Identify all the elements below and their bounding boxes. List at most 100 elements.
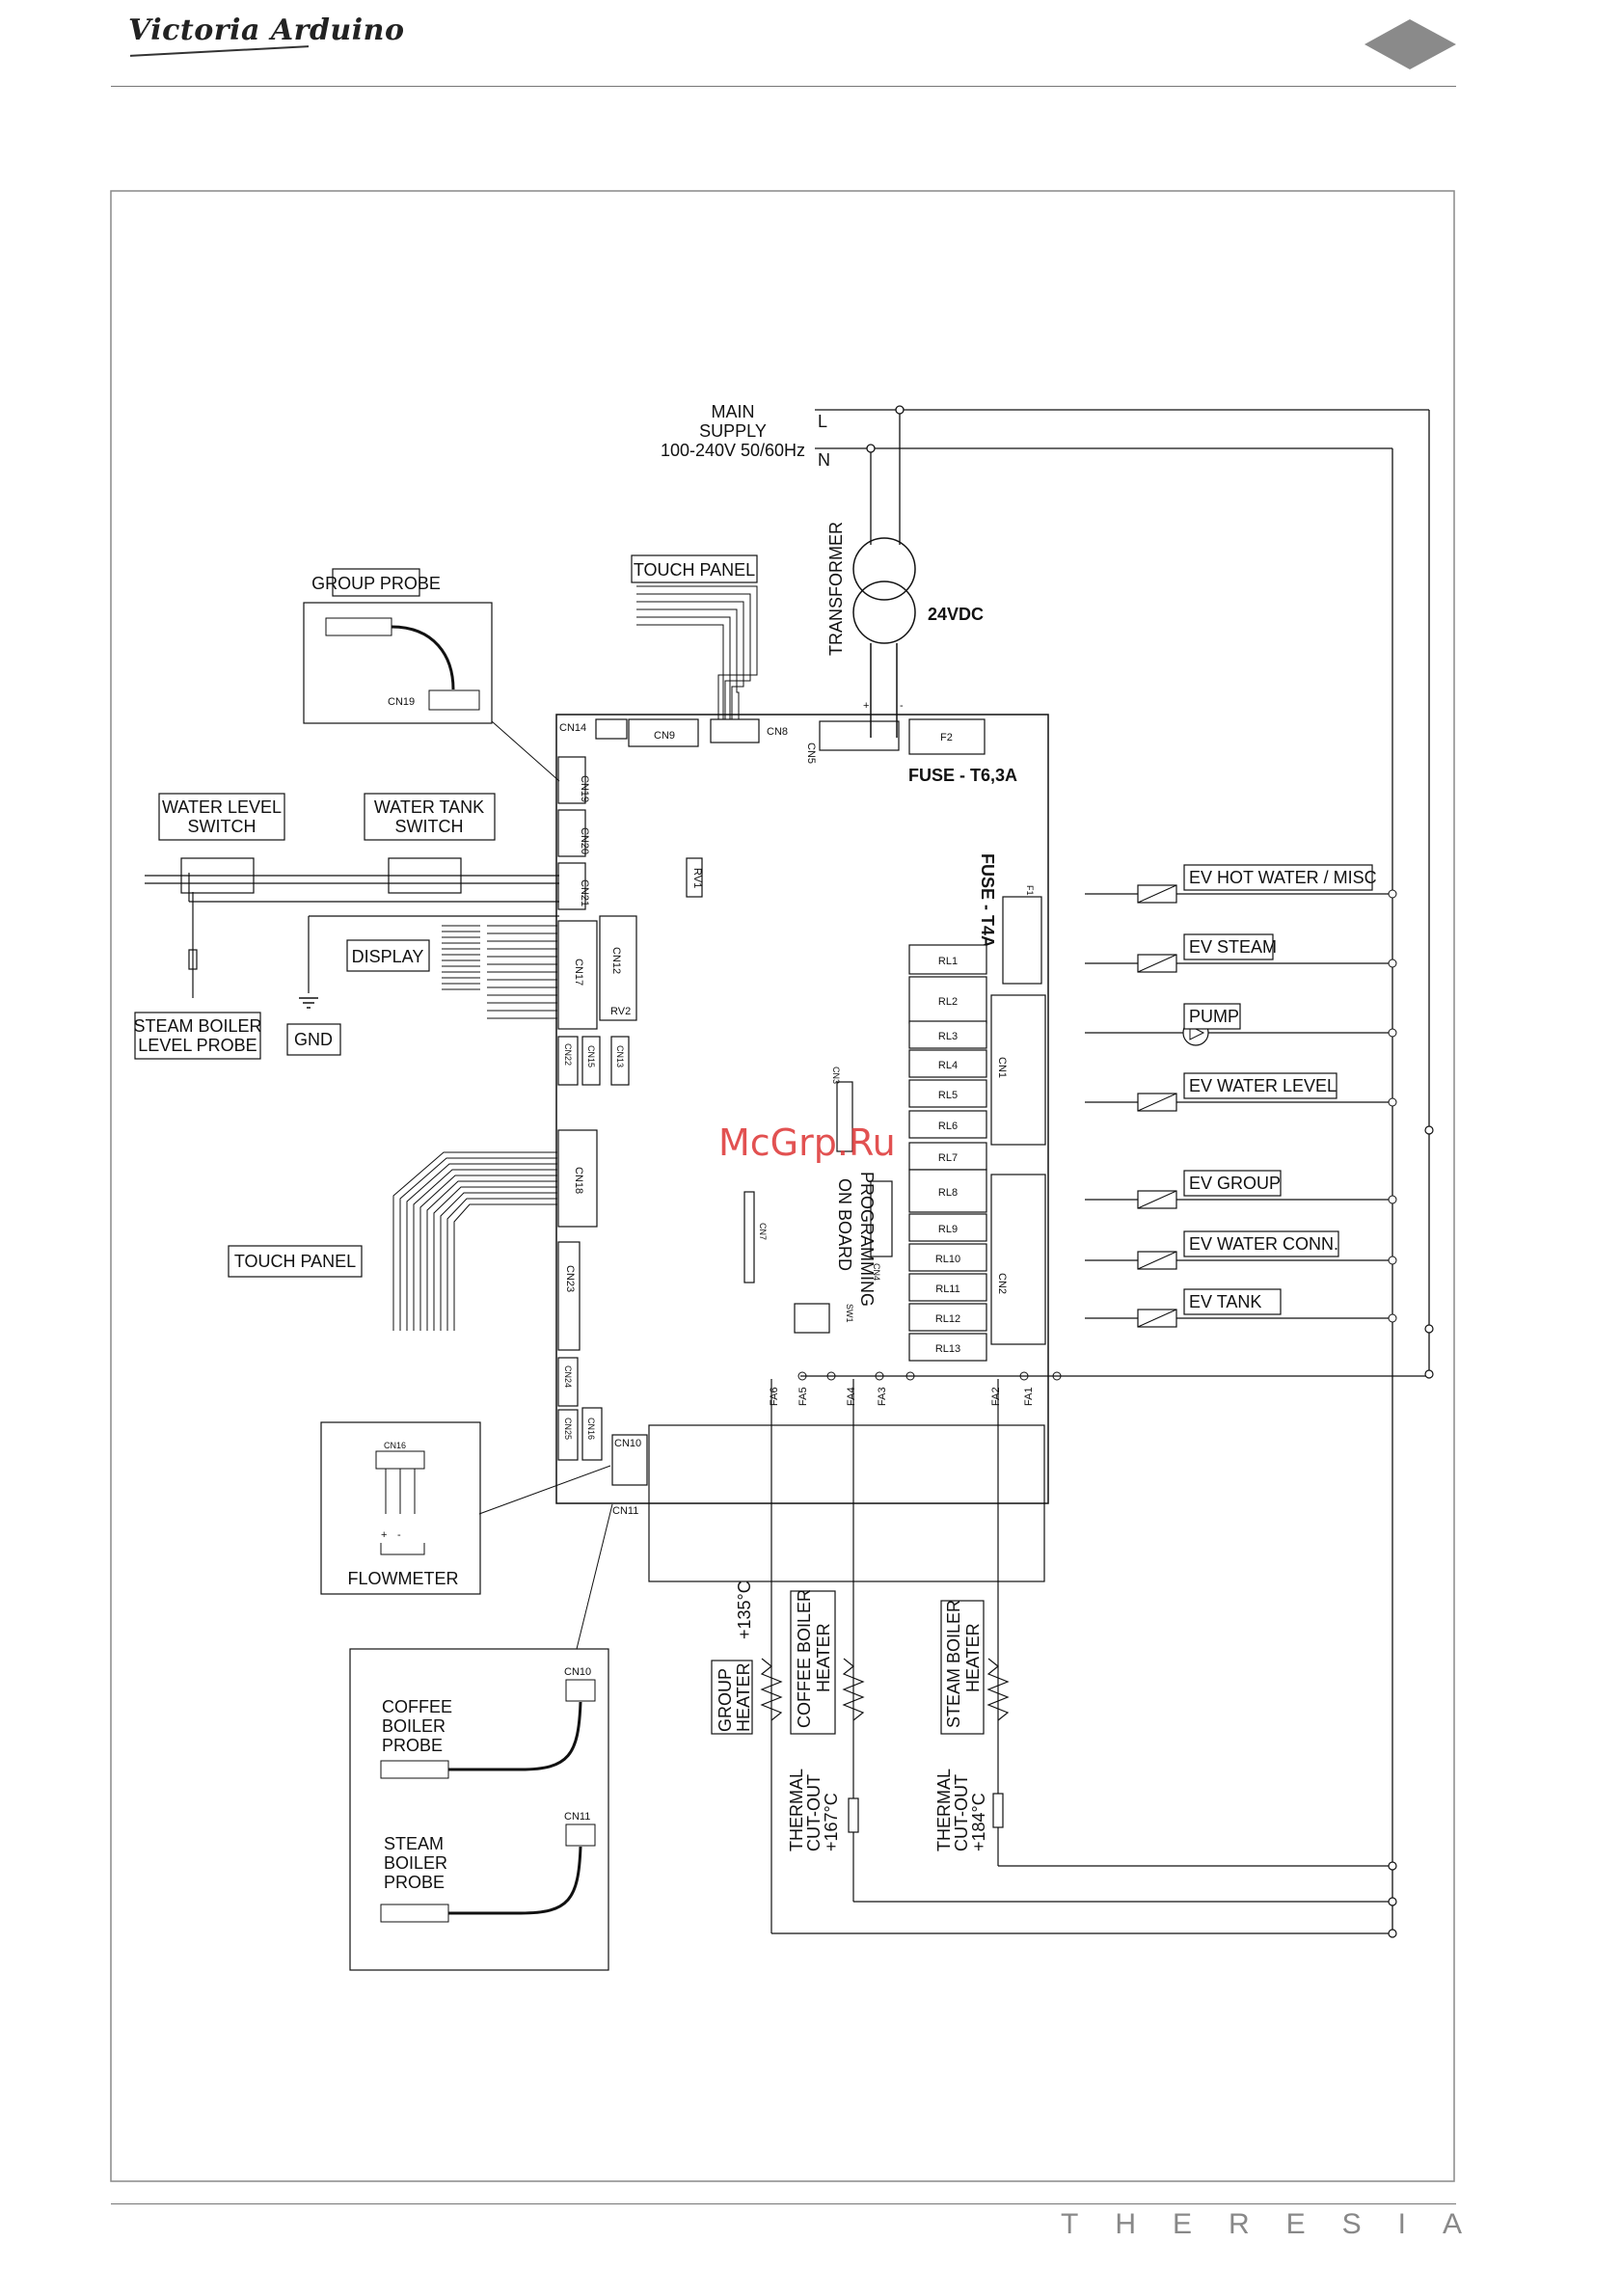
fa-label: FA3 bbox=[877, 1387, 888, 1406]
coffee-heater-line1: COFFEE BOILER bbox=[795, 1589, 814, 1728]
control-board bbox=[555, 714, 1049, 1504]
relay-label: RL8 bbox=[938, 1187, 958, 1199]
relay-rl9: RL9 bbox=[908, 1213, 987, 1242]
cn3-board-connector bbox=[836, 1081, 853, 1152]
gnd-label: GND bbox=[294, 1030, 333, 1049]
cn10-board-label: CN10 bbox=[614, 1438, 641, 1449]
cn24-label: CN24 bbox=[563, 1365, 573, 1388]
relay-rl8: RL8 bbox=[908, 1169, 987, 1213]
cn19-probe-label: CN19 bbox=[388, 696, 415, 708]
relay-rl5: RL5 bbox=[908, 1079, 987, 1108]
display-ribbon bbox=[442, 925, 557, 1019]
load-label: EV GROUP bbox=[1189, 1174, 1281, 1193]
cn23-board-connector bbox=[557, 1241, 581, 1351]
rv1-trimmer bbox=[686, 857, 703, 898]
relay-label: RL2 bbox=[938, 996, 958, 1008]
supply-neutral-label: N bbox=[818, 450, 830, 470]
water-level-switch-label-2: SWITCH bbox=[188, 817, 257, 836]
programming-label-1: PROGRAMMING bbox=[857, 1172, 877, 1307]
transformer-label: TRANSFORMER bbox=[826, 522, 846, 656]
fa-label: FA2 bbox=[990, 1387, 1002, 1406]
load-2: PUMP bbox=[1085, 1003, 1397, 1046]
load-label: EV WATER LEVEL bbox=[1189, 1076, 1337, 1095]
transformer-plus: + bbox=[863, 700, 869, 712]
touch-panel-side-label: TOUCH PANEL bbox=[234, 1252, 356, 1271]
cn16-board-connector bbox=[581, 1407, 603, 1461]
steam-heater-line2: HEATER bbox=[963, 1623, 983, 1692]
display-label: DISPLAY bbox=[352, 947, 424, 966]
relay-rl1: RL1 bbox=[908, 944, 987, 975]
flowmeter-label: FLOWMETER bbox=[348, 1569, 459, 1588]
relay-label: RL1 bbox=[938, 956, 958, 967]
cn15-board-connector bbox=[581, 1036, 601, 1086]
flowmeter-plus: + bbox=[381, 1529, 387, 1541]
coffee-boiler-probe-line2: BOILER bbox=[382, 1716, 446, 1736]
cn23-label: CN23 bbox=[564, 1265, 576, 1292]
coffee-cutout-line2: CUT-OUT bbox=[804, 1774, 824, 1851]
load-1: EV STEAM bbox=[1085, 933, 1397, 973]
cn21-board-label: CN21 bbox=[579, 879, 590, 906]
fa-label: FA4 bbox=[846, 1387, 857, 1406]
cn7-board-connector bbox=[743, 1191, 755, 1283]
fuse-t63-holder bbox=[908, 718, 986, 755]
cn11-probe-label: CN11 bbox=[564, 1811, 590, 1823]
steam-cutout-line3: +184°C bbox=[969, 1793, 988, 1851]
coffee-heater-line2: HEATER bbox=[814, 1623, 833, 1692]
cn20-board-label: CN20 bbox=[579, 827, 590, 854]
load-0: EV HOT WATER / MISC bbox=[1085, 864, 1397, 904]
fa-label: FA6 bbox=[769, 1387, 780, 1406]
cn9-label: CN9 bbox=[654, 730, 675, 742]
cn9-connector bbox=[628, 718, 699, 747]
load-label: EV TANK bbox=[1189, 1292, 1261, 1311]
header-rule bbox=[111, 86, 1456, 87]
brand-logo: Victoria Arduino bbox=[128, 14, 405, 47]
relay-label: RL4 bbox=[938, 1060, 958, 1071]
relay-label: RL7 bbox=[938, 1152, 958, 1164]
cn12-board-connector bbox=[599, 915, 637, 1021]
footer-rule bbox=[111, 2203, 1456, 2204]
cn3-label: CN3 bbox=[831, 1067, 841, 1084]
cn5-label: CN5 bbox=[805, 743, 817, 764]
cn14-label: CN14 bbox=[559, 722, 586, 734]
coffee-boiler-probe-line3: PROBE bbox=[382, 1736, 443, 1755]
water-tank-switch-label-2: SWITCH bbox=[395, 817, 464, 836]
relay-label: RL5 bbox=[938, 1090, 958, 1101]
diamond-icon bbox=[1364, 19, 1456, 69]
coffee-boiler-probe-line1: COFFEE bbox=[382, 1697, 452, 1716]
steam-cutout-line2: CUT-OUT bbox=[952, 1774, 971, 1851]
sw1-dip-switch bbox=[794, 1303, 830, 1334]
cn13-label: CN13 bbox=[615, 1045, 625, 1067]
fuse-board-label: FUSE - T4A bbox=[978, 853, 997, 948]
relay-column: RL1RL2RL3RL4RL5RL6RL7RL8RL9RL10RL11RL12R… bbox=[908, 944, 987, 1362]
cn22-label: CN22 bbox=[563, 1043, 573, 1066]
relay-label: RL11 bbox=[935, 1283, 959, 1295]
group-heater-temp: +135°C bbox=[735, 1580, 754, 1639]
cn1-connector bbox=[990, 994, 1046, 1146]
cn1-label: CN1 bbox=[996, 1057, 1008, 1078]
cn20-board-connector bbox=[557, 809, 586, 857]
relay-rl11: RL11 bbox=[908, 1273, 987, 1302]
cn10-board-connector bbox=[611, 1434, 648, 1486]
cn13-board-connector bbox=[610, 1036, 630, 1086]
water-tank-switch-label-1: WATER TANK bbox=[374, 797, 484, 817]
rv1-label: RV1 bbox=[691, 868, 703, 888]
f1-label: F1 bbox=[1025, 885, 1035, 896]
supply-line-label: L bbox=[818, 412, 827, 431]
relay-rl13: RL13 bbox=[908, 1333, 987, 1362]
rv2-label: RV2 bbox=[610, 1006, 631, 1017]
relay-label: RL12 bbox=[935, 1313, 960, 1325]
cn22-board-connector bbox=[557, 1036, 579, 1086]
flowmeter-box bbox=[320, 1421, 481, 1595]
cn16-flowmeter-label: CN16 bbox=[384, 1441, 406, 1450]
transformer-output: 24VDC bbox=[928, 605, 984, 624]
load-label: PUMP bbox=[1189, 1007, 1239, 1026]
load-list: EV HOT WATER / MISC EV STEAM PUMP EV WATER … bbox=[1085, 864, 1397, 1328]
cn11-board-label: CN11 bbox=[612, 1505, 638, 1517]
touch-panel-top-ribbon bbox=[636, 585, 758, 719]
relay-label: RL10 bbox=[935, 1254, 960, 1265]
steam-boiler-level-probe-label-1: STEAM BOILER bbox=[133, 1016, 261, 1036]
gnd-symbol-icon bbox=[299, 997, 318, 1009]
group-probe-box bbox=[303, 602, 493, 724]
